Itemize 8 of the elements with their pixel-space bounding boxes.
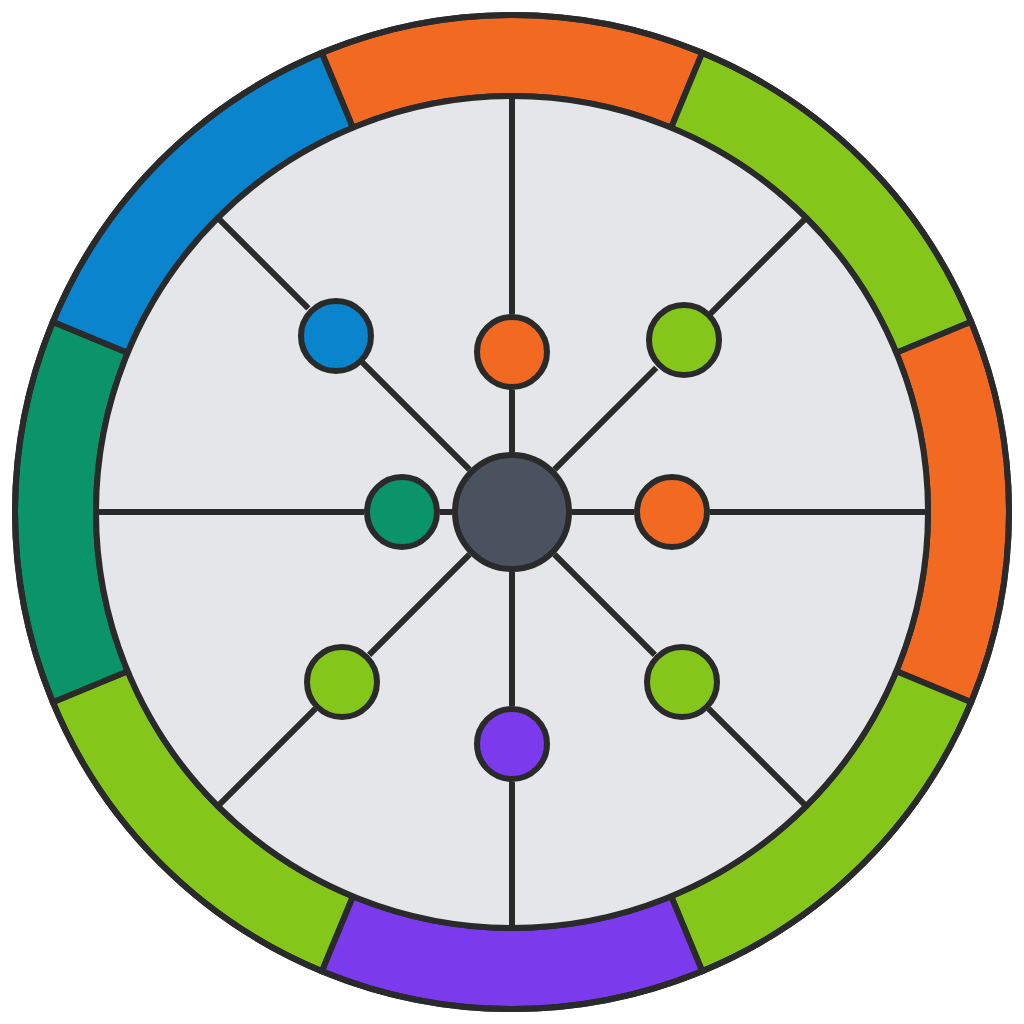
- connector-line: [359, 359, 472, 472]
- connector-line: [509, 390, 515, 452]
- connector-line: [367, 552, 472, 657]
- connector-line: [440, 509, 452, 515]
- connector-line: [572, 509, 634, 515]
- connector-line: [552, 365, 659, 472]
- connector-line: [509, 572, 515, 706]
- connector-line: [552, 552, 657, 657]
